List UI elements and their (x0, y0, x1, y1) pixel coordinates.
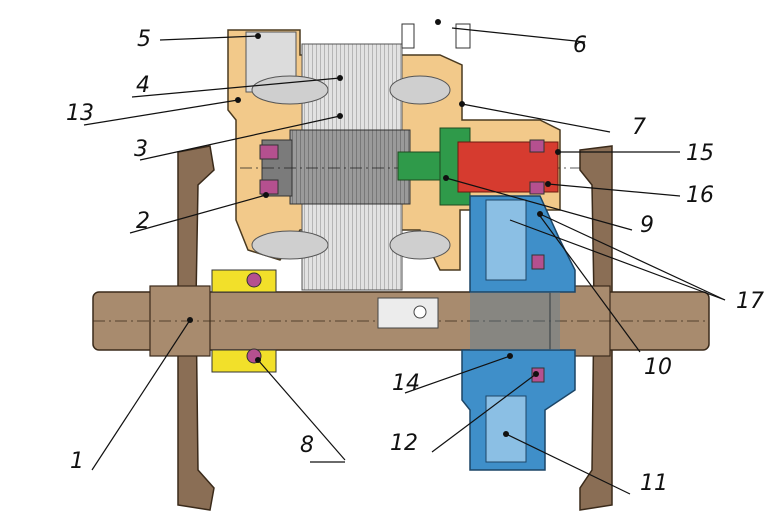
gearbox (461, 195, 576, 471)
leader-lines (83, 19, 726, 495)
callout-3: 3 (134, 137, 148, 162)
axle-bushing (211, 269, 277, 373)
sensor-bracket (377, 297, 439, 329)
callout-14: 14 (392, 371, 420, 396)
callout-17: 17 (736, 289, 764, 314)
callout-4: 4 (136, 73, 150, 98)
callout-1: 1 (70, 449, 84, 474)
callout-12: 12 (390, 431, 418, 456)
callout-2: 2 (136, 209, 150, 234)
top-clamp (401, 23, 471, 49)
stator (251, 43, 451, 291)
callout-6: 6 (573, 33, 587, 58)
callout-7: 7 (632, 115, 646, 140)
callout-5: 5 (137, 27, 151, 52)
callout-8: 8 (300, 433, 314, 458)
output-shaft (397, 127, 559, 206)
callout-16: 16 (686, 183, 714, 208)
callout-9: 9 (640, 213, 654, 238)
callout-10: 10 (644, 355, 672, 380)
callout-11: 11 (640, 471, 668, 496)
callout-13: 13 (66, 101, 94, 126)
motor-bearing (259, 144, 279, 195)
callout-15: 15 (686, 141, 714, 166)
